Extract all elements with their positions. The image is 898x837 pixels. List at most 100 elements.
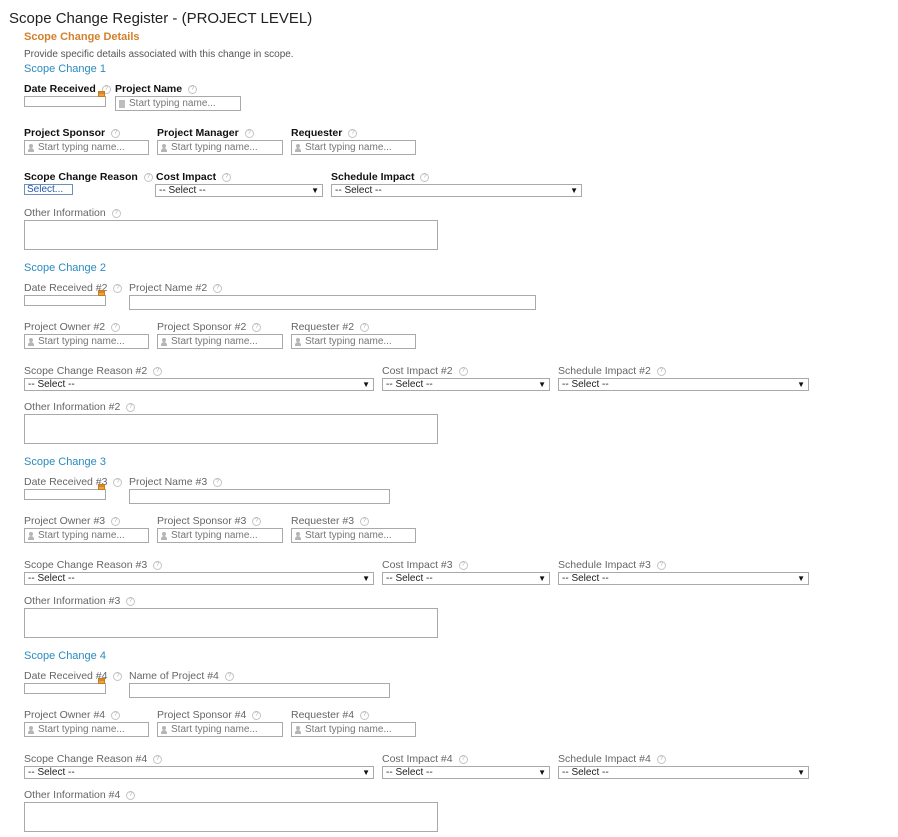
help-icon[interactable]: ? bbox=[113, 283, 123, 293]
help-icon[interactable]: ? bbox=[113, 671, 123, 681]
scope-change-reason-select-1[interactable]: Select... bbox=[24, 184, 73, 195]
project-name-picker-1[interactable]: Start typing name... bbox=[115, 96, 241, 111]
schedule-impact-select-1[interactable]: -- Select --▼ bbox=[331, 184, 582, 197]
group-title-2: Scope Change 2 bbox=[24, 262, 106, 274]
help-icon[interactable]: ? bbox=[252, 516, 262, 526]
person-icon bbox=[28, 531, 34, 540]
project-owner-picker-4[interactable]: Start typing name... bbox=[24, 722, 149, 737]
help-icon[interactable]: ? bbox=[143, 172, 153, 182]
date-received-input-1[interactable] bbox=[24, 91, 106, 107]
help-icon[interactable]: ? bbox=[222, 172, 232, 182]
person-icon bbox=[28, 725, 34, 734]
person-icon bbox=[295, 725, 301, 734]
requester-label-3: Requester #3? bbox=[291, 515, 370, 527]
project-name-label-1: Project Name? bbox=[115, 83, 198, 95]
help-icon[interactable]: ? bbox=[213, 477, 223, 487]
person-icon bbox=[295, 143, 301, 152]
calendar-icon[interactable] bbox=[98, 484, 105, 490]
help-icon[interactable]: ? bbox=[656, 366, 666, 376]
help-icon[interactable]: ? bbox=[153, 366, 163, 376]
help-icon[interactable]: ? bbox=[111, 322, 121, 332]
help-icon[interactable]: ? bbox=[111, 516, 121, 526]
calendar-icon[interactable] bbox=[98, 290, 105, 296]
help-icon[interactable]: ? bbox=[101, 84, 111, 94]
cost-impact-select-2[interactable]: -- Select --▼ bbox=[382, 378, 550, 391]
project-sponsor-picker-2[interactable]: Start typing name... bbox=[157, 334, 283, 349]
project-name-input-2[interactable] bbox=[129, 295, 536, 310]
date-received-label-4: Date Received #4? bbox=[24, 670, 123, 682]
requester-label-4: Requester #4? bbox=[291, 709, 370, 721]
schedule-impact-select-3[interactable]: -- Select --▼ bbox=[558, 572, 809, 585]
section-title: Scope Change Details bbox=[24, 31, 140, 43]
calendar-icon[interactable] bbox=[98, 678, 105, 684]
help-icon[interactable]: ? bbox=[458, 754, 468, 764]
help-icon[interactable]: ? bbox=[656, 754, 666, 764]
help-icon[interactable]: ? bbox=[113, 477, 123, 487]
scope-change-reason-select-4[interactable]: -- Select --▼ bbox=[24, 766, 374, 779]
other-information-textarea-2[interactable] bbox=[24, 414, 438, 444]
project-sponsor-picker-1[interactable]: Start typing name... bbox=[24, 140, 149, 155]
help-icon[interactable]: ? bbox=[458, 560, 468, 570]
help-icon[interactable]: ? bbox=[244, 128, 254, 138]
project-name-label-2: Project Name #2? bbox=[129, 282, 223, 294]
requester-picker-3[interactable]: Start typing name... bbox=[291, 528, 416, 543]
help-icon[interactable]: ? bbox=[348, 128, 358, 138]
cost-impact-label-4: Cost Impact #4? bbox=[382, 753, 468, 765]
project-sponsor-picker-3[interactable]: Start typing name... bbox=[157, 528, 283, 543]
other-information-textarea-1[interactable] bbox=[24, 220, 438, 250]
help-icon[interactable]: ? bbox=[224, 671, 234, 681]
help-icon[interactable]: ? bbox=[188, 84, 198, 94]
help-icon[interactable]: ? bbox=[360, 516, 370, 526]
help-icon[interactable]: ? bbox=[111, 208, 121, 218]
help-icon[interactable]: ? bbox=[213, 283, 223, 293]
help-icon[interactable]: ? bbox=[153, 560, 163, 570]
person-icon bbox=[295, 531, 301, 540]
project-owner-picker-3[interactable]: Start typing name... bbox=[24, 528, 149, 543]
other-information-label-2: Other Information #2? bbox=[24, 401, 136, 413]
help-icon[interactable]: ? bbox=[111, 128, 121, 138]
help-icon[interactable]: ? bbox=[126, 402, 136, 412]
cost-impact-select-4[interactable]: -- Select --▼ bbox=[382, 766, 550, 779]
project-manager-picker-1[interactable]: Start typing name... bbox=[157, 140, 283, 155]
project-sponsor-label-3: Project Sponsor #3? bbox=[157, 515, 262, 527]
help-icon[interactable]: ? bbox=[252, 322, 262, 332]
project-name-input-4[interactable] bbox=[129, 683, 390, 698]
help-icon[interactable]: ? bbox=[360, 322, 370, 332]
schedule-impact-select-4[interactable]: -- Select --▼ bbox=[558, 766, 809, 779]
help-icon[interactable]: ? bbox=[111, 710, 121, 720]
project-owner-picker-2[interactable]: Start typing name... bbox=[24, 334, 149, 349]
help-icon[interactable]: ? bbox=[458, 366, 468, 376]
date-received-input-2[interactable] bbox=[24, 290, 106, 306]
help-icon[interactable]: ? bbox=[656, 560, 666, 570]
help-icon[interactable]: ? bbox=[252, 710, 262, 720]
help-icon[interactable]: ? bbox=[360, 710, 370, 720]
date-received-input-3[interactable] bbox=[24, 484, 106, 500]
cost-impact-select-3[interactable]: -- Select --▼ bbox=[382, 572, 550, 585]
project-name-input-3[interactable] bbox=[129, 489, 390, 504]
requester-picker-1[interactable]: Start typing name... bbox=[291, 140, 416, 155]
help-icon[interactable]: ? bbox=[420, 172, 430, 182]
other-information-label-1: Other Information? bbox=[24, 207, 121, 219]
requester-picker-2[interactable]: Start typing name... bbox=[291, 334, 416, 349]
chevron-down-icon: ▼ bbox=[362, 380, 370, 389]
project-owner-label-2: Project Owner #2? bbox=[24, 321, 121, 333]
other-information-textarea-3[interactable] bbox=[24, 608, 438, 638]
date-received-label-3: Date Received #3? bbox=[24, 476, 123, 488]
scope-change-reason-select-2[interactable]: -- Select --▼ bbox=[24, 378, 374, 391]
date-received-input-4[interactable] bbox=[24, 678, 106, 694]
group-title-1: Scope Change 1 bbox=[24, 63, 106, 75]
help-icon[interactable]: ? bbox=[126, 596, 136, 606]
help-icon[interactable]: ? bbox=[153, 754, 163, 764]
help-icon[interactable]: ? bbox=[126, 790, 136, 800]
scope-change-reason-label-1: Scope Change Reason? bbox=[24, 171, 153, 183]
requester-picker-4[interactable]: Start typing name... bbox=[291, 722, 416, 737]
scope-change-reason-select-3[interactable]: -- Select --▼ bbox=[24, 572, 374, 585]
project-sponsor-picker-4[interactable]: Start typing name... bbox=[157, 722, 283, 737]
other-information-textarea-4[interactable] bbox=[24, 802, 438, 832]
chevron-down-icon: ▼ bbox=[538, 768, 546, 777]
schedule-impact-select-2[interactable]: -- Select --▼ bbox=[558, 378, 809, 391]
calendar-icon[interactable] bbox=[98, 91, 105, 97]
date-received-label-1: Date Received? bbox=[24, 83, 111, 95]
scope-change-reason-label-3: Scope Change Reason #3? bbox=[24, 559, 163, 571]
cost-impact-select-1[interactable]: -- Select --▼ bbox=[155, 184, 323, 197]
